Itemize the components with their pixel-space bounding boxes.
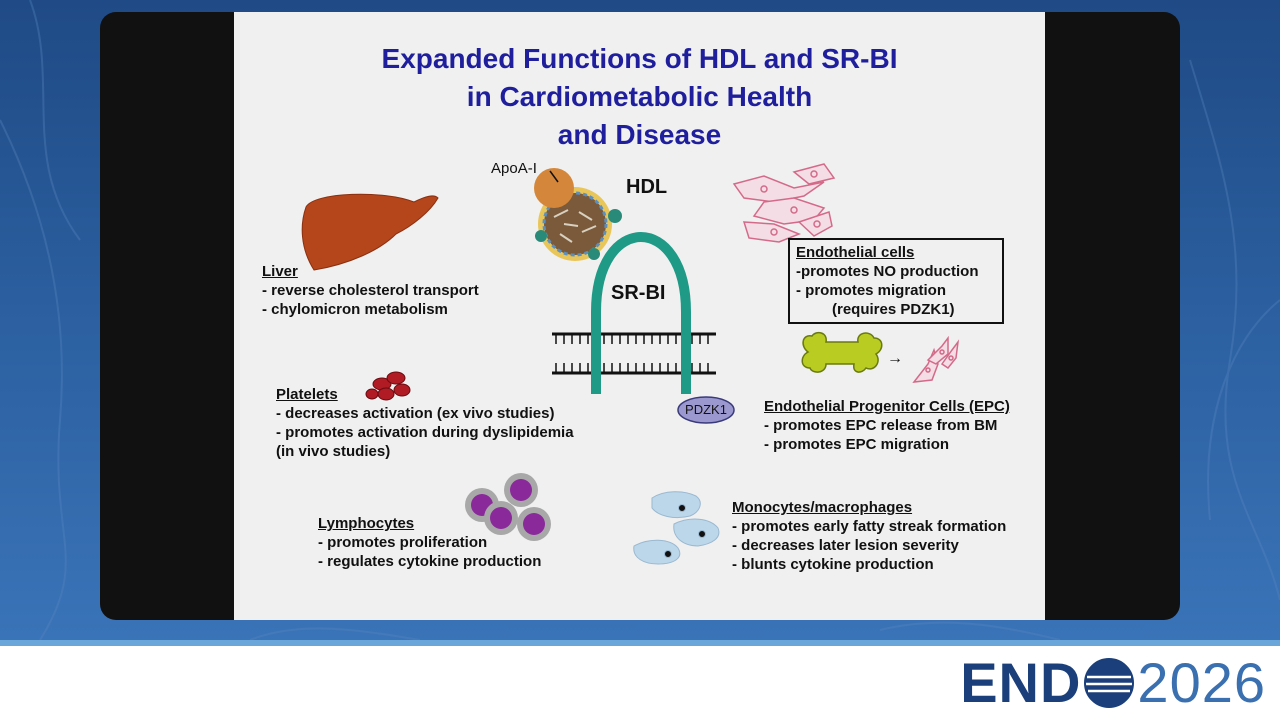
- logo-year: 2026: [1137, 651, 1266, 714]
- endothelial-box: [788, 238, 1004, 324]
- lymphocytes-line: - promotes proliferation: [318, 534, 488, 551]
- platelets-line: (in vivo studies): [276, 443, 391, 460]
- platelets-line: - decreases activation (ex vivo studies): [276, 405, 555, 422]
- monocytes-line: - promotes early fatty streak formation: [732, 518, 1007, 535]
- liver-line: - chylomicron metabolism: [262, 301, 448, 318]
- srbi-label: SR-BI: [611, 282, 666, 304]
- title-line-2: in Cardiometabolic Health: [466, 81, 813, 112]
- lymphocytes-heading: Lymphocytes: [318, 515, 415, 532]
- globe-icon: [1084, 658, 1135, 708]
- monocytes-line: - blunts cytokine production: [732, 556, 934, 573]
- apoa-label: ApoA-I: [491, 160, 537, 177]
- liver-line: - reverse cholesterol transport: [262, 282, 479, 299]
- cell-membrane-illustration: [552, 332, 716, 375]
- liver-heading: Liver: [262, 263, 298, 280]
- liver-illustration: [301, 193, 439, 271]
- pdzk1-label: PDZK1: [685, 402, 727, 417]
- footer-stripe: [0, 640, 1280, 646]
- arrow-label: →: [887, 350, 903, 367]
- endothelial-heading: Endothelial cells: [796, 244, 915, 261]
- epc-heading: Endothelial Progenitor Cells (EPC): [764, 398, 1010, 415]
- lymphocytes-text: Lymphocytes - promotes proliferation - r…: [318, 514, 541, 571]
- monocytes-line: - decreases later lesion severity: [732, 537, 959, 554]
- epc-line: - promotes EPC migration: [764, 436, 950, 453]
- logo-brand: END: [960, 651, 1082, 714]
- platelets-heading: Platelets: [276, 386, 338, 403]
- endo-logo: END 2026: [960, 652, 1266, 714]
- monocytes-illustration: [633, 491, 720, 565]
- title-line-3: and Disease: [557, 119, 722, 150]
- epc-cells-illustration: [912, 335, 960, 383]
- endothelial-cells-illustration: [732, 163, 836, 243]
- liver-text: Liver - reverse cholesterol transport - …: [262, 262, 479, 319]
- hdl-particle-illustration: [534, 168, 622, 261]
- hdl-label: HDL: [626, 176, 668, 198]
- title-line-1: Expanded Functions of HDL and SR-BI: [381, 43, 898, 74]
- background-texture: [0, 0, 1280, 641]
- epc-line: - promotes EPC release from BM: [764, 417, 998, 434]
- endothelial-line: (requires PDZK1): [832, 301, 955, 318]
- diagram-art: [301, 163, 960, 565]
- lymphocytes-line: - regulates cytokine production: [318, 553, 542, 570]
- slide-title: Expanded Functions of HDL and SR-BI in C…: [234, 40, 1045, 154]
- monocytes-heading: Monocytes/macrophages: [732, 499, 913, 516]
- footer: [0, 646, 1280, 720]
- srbi-receptor-illustration: [591, 232, 691, 394]
- monocytes-text: Monocytes/macrophages - promotes early f…: [732, 498, 1006, 574]
- platelets-illustration: [365, 371, 411, 401]
- endothelial-line: -promotes NO production: [796, 263, 979, 280]
- slide: Expanded Functions of HDL and SR-BI in C…: [234, 12, 1045, 620]
- endothelial-line: - promotes migration: [796, 282, 947, 299]
- platelets-line: - promotes activation during dyslipidemi…: [276, 424, 574, 441]
- platelets-text: Platelets - decreases activation (ex viv…: [276, 385, 574, 461]
- lymphocytes-illustration: [465, 473, 551, 541]
- epc-text: Endothelial Progenitor Cells (EPC) - pro…: [764, 397, 1010, 454]
- pdzk1-ellipse: [677, 396, 735, 424]
- endothelial-text: Endothelial cells -promotes NO productio…: [796, 243, 979, 319]
- bone-illustration: [801, 331, 883, 373]
